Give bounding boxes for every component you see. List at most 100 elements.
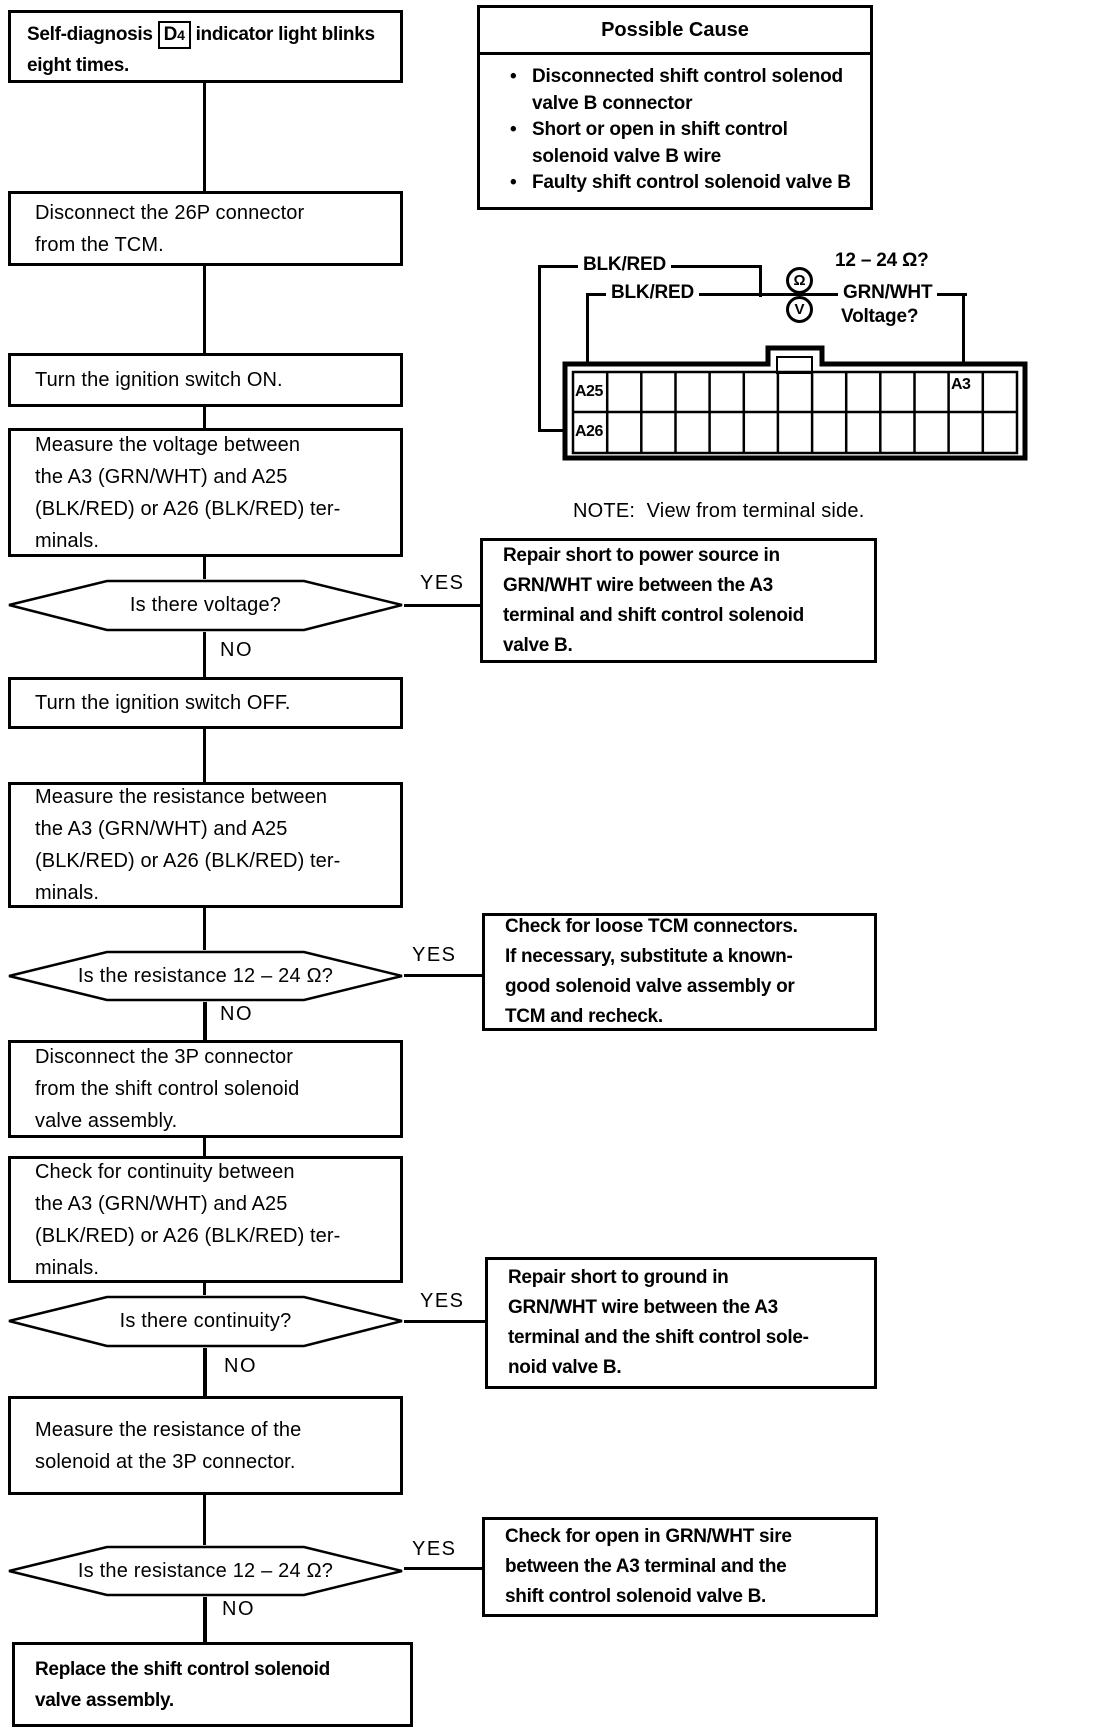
branch-yes-label: YES [412,944,457,966]
possible-cause-item-text: Short or open in shift control solenoid … [532,119,788,167]
result-check-open: Check for open in GRN/WHT sire between t… [482,1517,878,1617]
process-replace-valve-text: Replace the shift control solenoid valve… [35,1658,330,1711]
hexagon-outline [8,950,403,1002]
yes-branch-line [404,604,480,607]
start-text-suffix: indicator light blinks eight times. [27,23,375,76]
process-measure-voltage-text: Measure the voltage between the A3 (GRN/… [35,433,341,552]
process-disconnect-26p: Disconnect the 26P connector from the TC… [8,191,403,266]
flow-line [203,407,206,428]
wire-label-grn-wht: GRN/WHT [838,282,938,304]
possible-cause-title: Possible Cause [480,8,870,55]
possible-cause-list: • Disconnected shift control solenod val… [480,55,870,197]
process-disconnect-3p-text: Disconnect the 3P connector from the shi… [35,1046,300,1132]
result-repair-short-ground: Repair short to ground in GRN/WHT wire b… [485,1257,877,1389]
yes-branch-line [404,974,482,977]
wire-label-blk-red-1: BLK/RED [578,254,672,276]
wire-to-a25-line [586,293,589,365]
connector-26p-drawing [562,345,1028,461]
flow-line [203,83,206,191]
d4-indicator-code-box: D4 [157,20,191,49]
d4-code-number: 4 [177,26,185,43]
process-ignition-on: Turn the ignition switch ON. [8,353,403,407]
bullet-icon: • [510,66,517,87]
decision-continuity-text: Is there continuity? [119,1310,292,1332]
hexagon-outline [8,1295,403,1348]
process-measure-resistance: Measure the resistance between the A3 (G… [8,782,403,908]
possible-cause-item-text: Faulty shift control solenoid valve B [532,172,851,193]
yes-branch-line [404,1567,482,1570]
branch-no-label: NO [220,639,253,661]
possible-cause-box: Possible Cause • Disconnected shift cont… [477,5,873,210]
d4-code-letter: D [163,23,178,45]
process-measure-solenoid: Measure the resistance of the solenoid a… [8,1396,403,1495]
decision-voltage-text: Is there voltage? [129,594,282,616]
process-check-continuity: Check for continuity between the A3 (GRN… [8,1156,403,1283]
branch-no-label: NO [220,1003,253,1025]
result-loose-tcm-text: Check for loose TCM connectors. If neces… [505,916,798,1027]
branch-no-label: NO [224,1355,257,1377]
result-repair-short-power: Repair short to power source in GRN/WHT … [480,538,877,663]
no-branch-line [203,1348,207,1396]
wire-to-a26-line [538,265,541,432]
possible-cause-item: • Faulty shift control solenoid valve B [510,170,860,197]
bullet-icon: • [510,172,517,193]
process-ignition-on-text: Turn the ignition switch ON. [35,369,283,391]
result-repair-short-ground-text: Repair short to ground in GRN/WHT wire b… [508,1267,809,1378]
process-replace-valve: Replace the shift control solenoid valve… [12,1642,413,1727]
flow-line [203,266,206,353]
decision-resistance-text: Is the resistance 12 – 24 Ω? [77,964,334,987]
possible-cause-item-text: Disconnected shift control solenod valve… [532,66,843,114]
result-check-open-text: Check for open in GRN/WHT sire between t… [505,1526,792,1607]
flow-line [203,1495,206,1545]
flow-line [203,729,206,782]
flow-line [203,908,206,950]
pin-label-a25: A25 [575,383,603,400]
ohm-symbol: Ω [793,272,806,289]
pin-label-a26: A26 [575,423,603,440]
voltmeter-icon: V [786,296,813,323]
no-branch-line [203,1002,207,1040]
branch-yes-label: YES [420,572,465,594]
wire-to-a3-line [962,293,965,365]
wire-blk-red-2-grn-wht-line [588,293,967,296]
decision-resistance-b-text: Is the resistance 12 – 24 Ω? [77,1559,334,1582]
wire-junction-line [759,265,762,297]
volt-symbol: V [794,301,805,318]
branch-yes-label: YES [420,1290,465,1312]
terminal-side-note: NOTE: View from terminal side. [573,500,865,522]
pin-label-a3: A3 [951,376,971,393]
bullet-icon: • [510,119,517,140]
voltage-question-label: Voltage? [841,306,919,327]
branch-yes-label: YES [412,1538,457,1560]
flow-line [203,557,206,579]
resistance-spec-label: 12 – 24 Ω? [835,250,929,271]
hexagon-outline [8,1545,403,1597]
process-ignition-off-text: Turn the ignition switch OFF. [35,692,291,714]
process-ignition-off: Turn the ignition switch OFF. [8,677,403,729]
possible-cause-item: • Disconnected shift control solenod val… [510,64,860,117]
decision-is-there-voltage: Is there voltage? [7,579,404,632]
start-text-prefix: Self-diagnosis [27,23,153,45]
decision-is-there-continuity: Is there continuity? [7,1295,404,1348]
no-branch-line [203,1597,207,1642]
result-loose-tcm: Check for loose TCM connectors. If neces… [482,913,877,1031]
wire-label-blk-red-2: BLK/RED [606,282,700,304]
process-measure-voltage: Measure the voltage between the A3 (GRN/… [8,428,403,557]
decision-resistance-12-24: Is the resistance 12 – 24 Ω? [7,950,404,1002]
process-disconnect-3p: Disconnect the 3P connector from the shi… [8,1040,403,1138]
wire-to-a26-line [538,429,568,432]
process-disconnect-26p-text: Disconnect the 26P connector from the TC… [35,201,305,256]
process-measure-resistance-text: Measure the resistance between the A3 (G… [35,786,341,904]
process-measure-solenoid-text: Measure the resistance of the solenoid a… [35,1418,302,1473]
result-repair-short-power-text: Repair short to power source in GRN/WHT … [503,544,804,656]
branch-no-label: NO [222,1598,255,1620]
process-check-continuity-text: Check for continuity between the A3 (GRN… [35,1160,341,1279]
flow-line [203,1138,206,1156]
ohmmeter-icon: Ω [786,267,813,294]
yes-branch-line [404,1320,485,1323]
decision-resistance-12-24-b: Is the resistance 12 – 24 Ω? [7,1545,404,1597]
no-branch-line [203,632,206,677]
flow-line [203,1283,206,1295]
